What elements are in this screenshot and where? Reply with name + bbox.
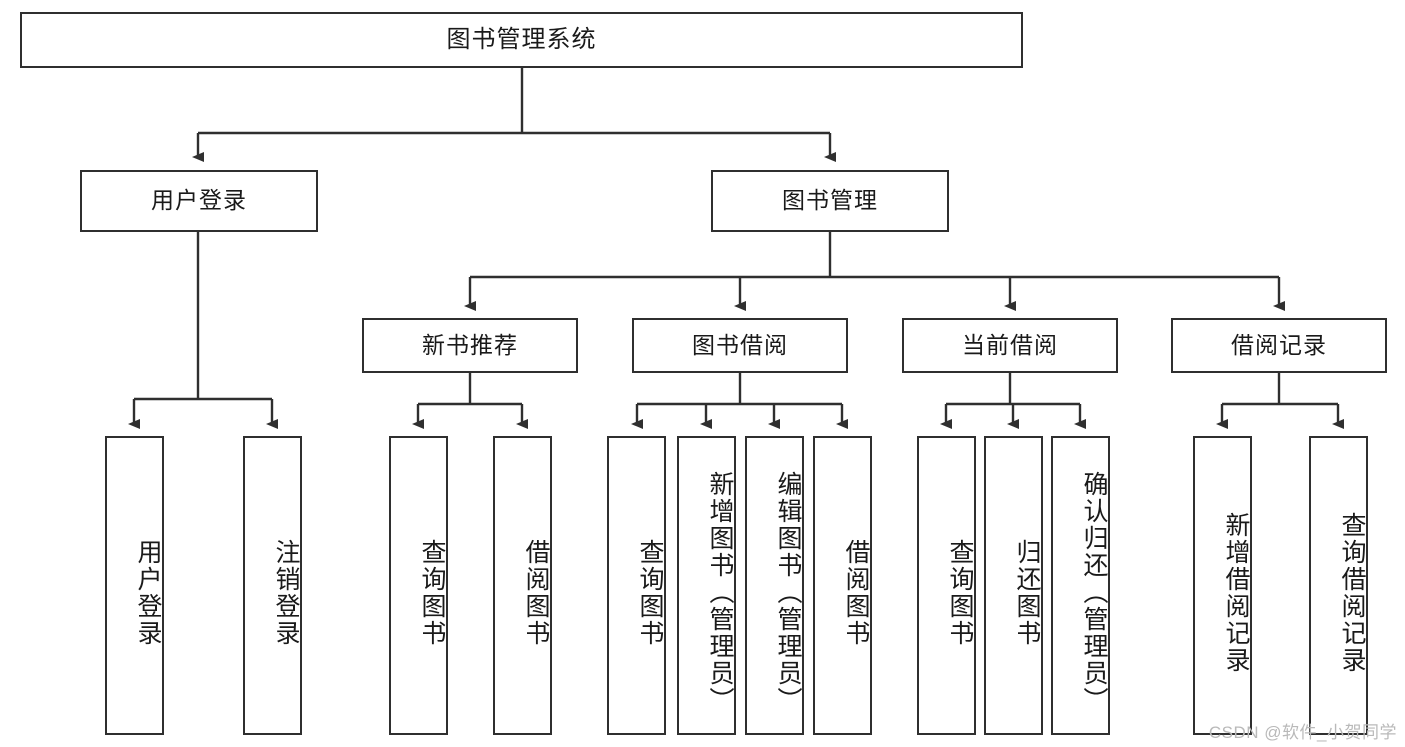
leaf-borrow-record-query[interactable]: 查询借阅记录 (1309, 436, 1368, 735)
leaf-book-borrow-borrow[interactable]: 借阅图书 (813, 436, 872, 735)
node-label: 注销登录 (272, 538, 300, 647)
node-label: 图书管理系统 (446, 25, 597, 53)
node-label: 新增图书（管理员） (706, 471, 734, 714)
csdn-watermark: CSDN @软件_小贺同学 (1208, 723, 1397, 742)
node-book-borrow[interactable]: 图书借阅 (632, 318, 848, 373)
node-label: 借阅图书 (522, 538, 550, 647)
node-label: 借阅记录 (1231, 331, 1327, 358)
node-label: 用户登录 (134, 538, 162, 647)
node-label: 新增借阅记录 (1222, 511, 1250, 674)
node-label: 借阅图书 (842, 538, 870, 647)
leaf-current-borrow-return[interactable]: 归还图书 (984, 436, 1043, 735)
leaf-new-book-query[interactable]: 查询图书 (389, 436, 448, 735)
leaf-new-book-borrow[interactable]: 借阅图书 (493, 436, 552, 735)
node-book-management[interactable]: 图书管理 (711, 170, 949, 232)
node-new-book-recommend[interactable]: 新书推荐 (362, 318, 578, 373)
leaf-current-borrow-query[interactable]: 查询图书 (917, 436, 976, 735)
node-label: 查询图书 (946, 538, 974, 647)
node-label: 用户登录 (151, 187, 247, 214)
node-label: 确认归还（管理员） (1080, 471, 1108, 714)
leaf-user-login-login[interactable]: 用户登录 (105, 436, 164, 735)
leaf-borrow-record-add[interactable]: 新增借阅记录 (1193, 436, 1252, 735)
leaf-book-borrow-edit[interactable]: 编辑图书（管理员） (745, 436, 804, 735)
leaf-user-login-logout[interactable]: 注销登录 (243, 436, 302, 735)
node-root-system[interactable]: 图书管理系统 (20, 12, 1023, 68)
node-label: 编辑图书（管理员） (774, 471, 802, 714)
node-user-login[interactable]: 用户登录 (80, 170, 318, 232)
leaf-book-borrow-add[interactable]: 新增图书（管理员） (677, 436, 736, 735)
node-borrow-records[interactable]: 借阅记录 (1171, 318, 1387, 373)
node-current-borrow[interactable]: 当前借阅 (902, 318, 1118, 373)
node-label: 当前借阅 (962, 331, 1058, 358)
node-label: 查询借阅记录 (1338, 511, 1366, 674)
leaf-book-borrow-query[interactable]: 查询图书 (607, 436, 666, 735)
node-label: 查询图书 (636, 538, 664, 647)
node-label: 归还图书 (1013, 538, 1041, 647)
node-label: 查询图书 (418, 538, 446, 647)
leaf-current-borrow-confirm-return[interactable]: 确认归还（管理员） (1051, 436, 1110, 735)
node-label: 图书管理 (782, 187, 878, 214)
node-label: 图书借阅 (692, 331, 788, 358)
node-label: 新书推荐 (422, 331, 518, 358)
